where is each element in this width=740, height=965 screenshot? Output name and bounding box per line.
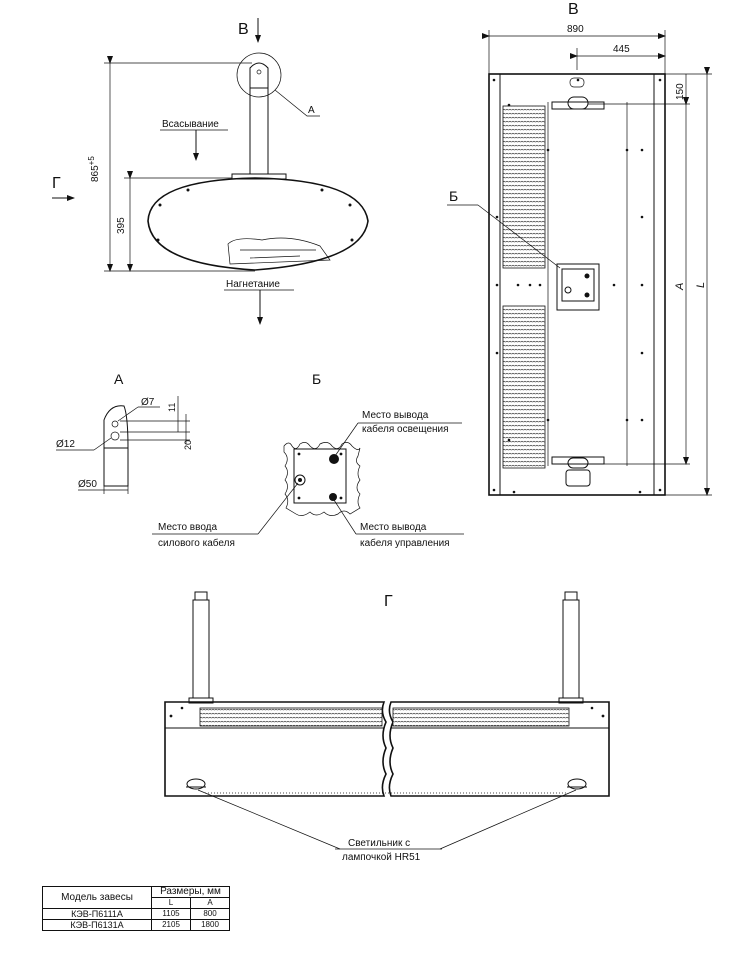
col-l-header: L: [151, 897, 191, 909]
hanger-hole: [256, 69, 262, 75]
view-g-tube-left: [192, 599, 210, 699]
view-g-body-right: [388, 701, 610, 797]
detail-b: Б Место вывода кабеля освещения Место вв…: [152, 371, 464, 549]
dim-d7: Ø7: [141, 397, 155, 408]
callout-circle-a: [236, 52, 282, 98]
light-cable-outlet: [329, 454, 339, 464]
light-cable-line2: кабеля освещения: [362, 423, 449, 435]
control-cable-line2: кабеля управления: [360, 537, 450, 549]
view-b-top-bracket: [551, 101, 605, 110]
hanger-tube: [249, 87, 269, 175]
view-g-grille-right: [392, 707, 570, 727]
control-cable-line1: Место вывода: [360, 522, 427, 533]
callout-a-label: А: [308, 105, 315, 116]
dim-20: 20: [183, 440, 193, 450]
inner-mechanism-lines: [240, 249, 316, 259]
row-model: КЭВ-П6131А: [42, 919, 152, 931]
view-b-bottom-bracket: [551, 456, 605, 465]
hanger-bracket: [231, 173, 287, 180]
col-model-header: Модель завесы: [42, 886, 152, 909]
unit-body-profile: [147, 177, 369, 271]
table-row: КЭВ-П6131А 2105 1800: [42, 919, 230, 931]
row-l: 2105: [151, 919, 191, 931]
dim-150: 150: [675, 83, 686, 100]
dim-865: 865+5: [87, 156, 101, 182]
view-g-body-left: [164, 701, 387, 797]
callout-b-label: Б: [449, 188, 458, 204]
dim-445: 445: [613, 44, 630, 55]
view-g-title: Г: [384, 593, 393, 610]
lamp-label-line1: Светильник с: [348, 838, 410, 849]
light-cable-line1: Место вывода: [362, 410, 429, 421]
dim-a: А: [674, 283, 686, 291]
lamp-label-line2: лампочкой HR51: [342, 852, 421, 863]
view-b-fasteners: [492, 78, 662, 494]
detail-a-tube: [103, 447, 129, 487]
view-b-top-lug: [567, 96, 589, 110]
dim-d12: Ø12: [56, 439, 75, 450]
control-cable-outlet: [329, 493, 337, 501]
view-b: В 890 445: [447, 1, 712, 496]
inner-mechanism: [227, 237, 331, 265]
model-size-table: Модель завесы Размеры, мм L A КЭВ-П6111А…: [42, 886, 230, 931]
detail-a-title: А: [114, 371, 124, 387]
view-b-center-plate: [556, 263, 600, 311]
dim-11: 11: [167, 403, 177, 412]
view-b-arrow-label: В: [238, 21, 249, 38]
view-g-grille-left: [199, 707, 383, 727]
view-b-grille-upper: [502, 105, 546, 269]
dim-890: 890: [567, 24, 584, 35]
power-cable-inlet: [294, 474, 306, 486]
detail-a-hanger-head: [103, 405, 129, 449]
power-cable-line1: Место ввода: [158, 522, 218, 533]
row-model: КЭВ-П6111А: [42, 908, 152, 920]
intake-label: Всасывание: [162, 119, 219, 130]
view-b-lamp-housing: [565, 469, 591, 487]
view-g-tube-right: [562, 599, 580, 699]
discharge-label: Нагнетание: [226, 279, 280, 290]
lamp-right: [567, 778, 587, 790]
view-g-arrow-label: Г: [52, 175, 61, 192]
table-row: КЭВ-П6111А 1105 800: [42, 908, 230, 920]
view-b-grille-lower: [502, 305, 546, 469]
view-g: Г Светильник с лампочкой HR51: [164, 591, 610, 863]
detail-a: А Ø7 Ø12 Ø50 11 20: [56, 371, 193, 494]
row-a: 800: [190, 908, 230, 920]
col-a-header: A: [190, 897, 230, 909]
top-view: В А 865+5 395 Г Всасывание: [52, 18, 369, 325]
dim-d50: Ø50: [78, 479, 97, 490]
detail-a-hole-7: [111, 420, 119, 428]
lamp-left: [186, 778, 206, 790]
row-a: 1800: [190, 919, 230, 931]
dim-395: 395: [116, 217, 127, 234]
view-b-title: В: [568, 1, 579, 18]
dim-l: L: [695, 282, 707, 288]
detail-b-title: Б: [312, 371, 321, 387]
col-sizes-header: Размеры, мм: [151, 886, 230, 898]
hanger-head: [249, 62, 269, 88]
row-l: 1105: [151, 908, 191, 920]
view-b-body: [488, 73, 666, 496]
power-cable-line2: силового кабеля: [158, 537, 235, 549]
callout-a-leader: [274, 89, 320, 117]
detail-b-plate: [293, 448, 347, 504]
detail-a-hole-12: [110, 431, 120, 441]
